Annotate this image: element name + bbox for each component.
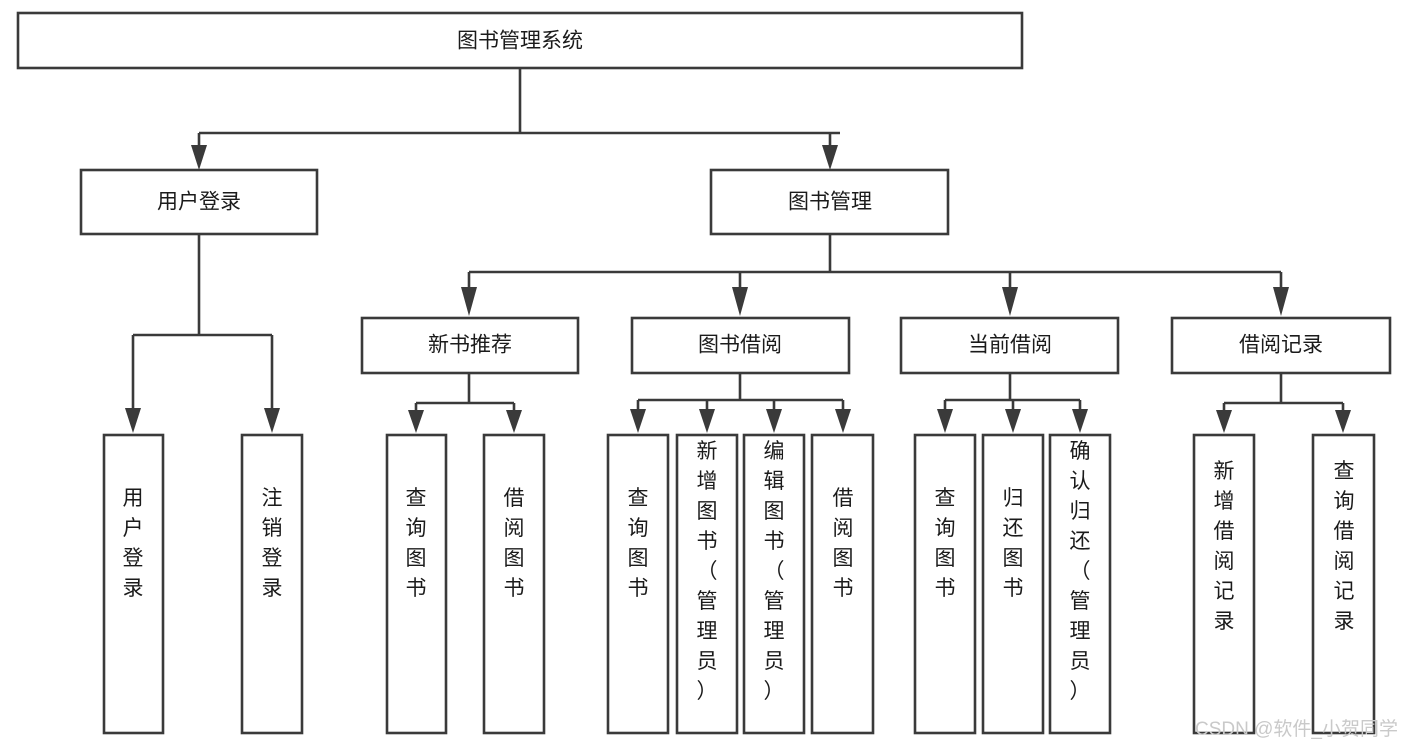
node-leaf-query-book-1[interactable]: 查询图书 <box>385 433 448 735</box>
node-root[interactable]: 图书管理系统 <box>16 11 1024 70</box>
node-borrow-record-box[interactable] <box>1170 316 1392 375</box>
node-leaf-query-record[interactable]: 查询借阅记录 <box>1311 433 1376 735</box>
node-borrow-record[interactable]: 借阅记录 <box>1170 316 1392 375</box>
node-leaf-borrow-book-1[interactable]: 借阅图书 <box>482 433 546 735</box>
node-leaf-query-book-3-box[interactable] <box>913 433 977 735</box>
node-leaf-query-record-box[interactable] <box>1311 433 1376 735</box>
node-leaf-logout-login-label: 注销登录 <box>262 487 283 600</box>
node-book-borrow[interactable]: 图书借阅 <box>630 316 851 375</box>
node-book-borrow-box[interactable] <box>630 316 851 375</box>
arrow-head-leaf-add-book <box>699 409 715 433</box>
node-leaf-query-book-1-label: 查询图书 <box>406 487 427 600</box>
node-user-login-label: 用户登录 <box>157 191 241 214</box>
node-leaf-borrow-book-2-box[interactable] <box>810 433 875 735</box>
arrow-head-leaf-edit-book <box>766 409 782 433</box>
node-leaf-query-record-label: 查询借阅记录 <box>1334 460 1355 633</box>
node-leaf-query-book-1-box[interactable] <box>385 433 448 735</box>
node-leaf-logout-login[interactable]: 注销登录 <box>240 433 304 735</box>
arrow-head-book-management <box>822 145 838 170</box>
node-leaf-borrow-book-2[interactable]: 借阅图书 <box>810 433 875 735</box>
node-leaf-return-book-box[interactable] <box>981 433 1045 735</box>
node-new-book-recommend-label: 新书推荐 <box>428 334 512 357</box>
node-leaf-confirm-return-label: 确认归还（管理员） <box>1070 440 1091 703</box>
arrow-head-user-login <box>191 145 207 170</box>
node-leaf-user-login[interactable]: 用户登录 <box>102 433 165 735</box>
node-leaf-add-record-box[interactable] <box>1192 433 1256 735</box>
node-leaf-user-login-box[interactable] <box>102 433 165 735</box>
node-current-borrow-label: 当前借阅 <box>968 334 1052 357</box>
node-leaf-borrow-book-2-label: 借阅图书 <box>833 487 854 600</box>
node-book-borrow-label: 图书借阅 <box>698 334 782 357</box>
node-leaf-query-book-3[interactable]: 查询图书 <box>913 433 977 735</box>
node-leaf-add-book-box[interactable] <box>675 433 739 735</box>
node-leaf-user-login-label: 用户登录 <box>123 487 144 600</box>
node-new-book-recommend-box[interactable] <box>360 316 580 375</box>
node-leaf-return-book[interactable]: 归还图书 <box>981 433 1045 735</box>
arrow-head-current-borrow <box>1002 287 1018 316</box>
watermark-label: CSDN @软件_小贺同学 <box>1195 718 1398 740</box>
arrow-head-leaf-query-book-1 <box>408 410 424 433</box>
arrow-head-leaf-user-login <box>125 408 141 433</box>
node-borrow-record-label: 借阅记录 <box>1239 334 1323 357</box>
node-root-box[interactable] <box>16 11 1024 70</box>
node-leaf-edit-book[interactable]: 编辑图书（管理员） <box>742 433 806 735</box>
arrow-head-new-book-recommend <box>461 287 477 316</box>
node-leaf-add-book[interactable]: 新增图书（管理员） <box>675 433 739 735</box>
node-leaf-borrow-book-1-box[interactable] <box>482 433 546 735</box>
node-new-book-recommend[interactable]: 新书推荐 <box>360 316 580 375</box>
node-user-login-box[interactable] <box>79 168 319 236</box>
node-current-borrow[interactable]: 当前借阅 <box>899 316 1120 375</box>
node-leaf-logout-login-box[interactable] <box>240 433 304 735</box>
arrow-head-book-borrow <box>732 287 748 316</box>
arrow-head-borrow-record <box>1273 287 1289 316</box>
node-current-borrow-box[interactable] <box>899 316 1120 375</box>
arrow-head-leaf-query-book-3 <box>937 409 953 433</box>
arrow-head-leaf-return-book <box>1005 409 1021 433</box>
node-book-management-label: 图书管理 <box>788 191 872 214</box>
node-leaf-borrow-book-1-label: 借阅图书 <box>504 487 525 600</box>
node-leaf-confirm-return-box[interactable] <box>1048 433 1112 735</box>
arrow-head-leaf-confirm-return <box>1072 409 1088 433</box>
node-leaf-query-book-3-label: 查询图书 <box>935 487 956 600</box>
arrow-head-leaf-add-record <box>1216 410 1232 433</box>
node-leaf-add-record-label: 新增借阅记录 <box>1214 460 1235 633</box>
arrow-head-leaf-borrow-book-1 <box>506 410 522 433</box>
node-leaf-confirm-return[interactable]: 确认归还（管理员） <box>1048 433 1112 735</box>
node-book-management[interactable]: 图书管理 <box>709 168 950 236</box>
node-user-login[interactable]: 用户登录 <box>79 168 319 236</box>
node-root-label: 图书管理系统 <box>457 30 583 53</box>
connector-layer <box>125 68 1351 433</box>
node-leaf-edit-book-box[interactable] <box>742 433 806 735</box>
arrow-head-leaf-borrow-book-2 <box>835 409 851 433</box>
node-leaf-query-book-2[interactable]: 查询图书 <box>606 433 670 735</box>
node-leaf-add-record[interactable]: 新增借阅记录 <box>1192 433 1256 735</box>
arrow-head-leaf-logout-login <box>264 408 280 433</box>
node-book-management-box[interactable] <box>709 168 950 236</box>
arrow-head-leaf-query-book-2 <box>630 409 646 433</box>
node-leaf-query-book-2-label: 查询图书 <box>628 487 649 600</box>
node-leaf-add-book-label: 新增图书（管理员） <box>697 440 718 703</box>
node-leaf-query-book-2-box[interactable] <box>606 433 670 735</box>
node-leaf-edit-book-label: 编辑图书（管理员） <box>764 440 785 703</box>
node-leaf-return-book-label: 归还图书 <box>1003 487 1024 600</box>
arrow-head-leaf-query-record <box>1335 410 1351 433</box>
